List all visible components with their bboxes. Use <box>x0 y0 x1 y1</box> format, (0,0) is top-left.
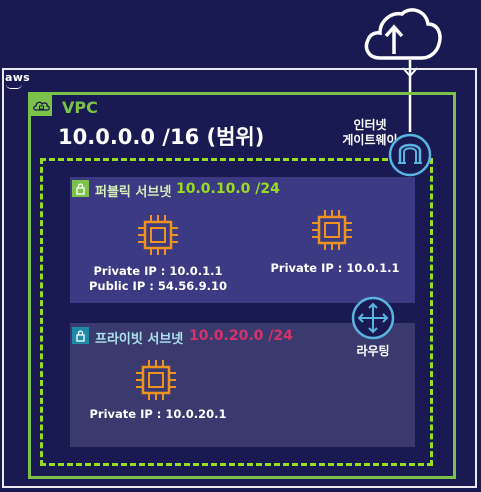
internet-gateway-icon <box>388 133 432 177</box>
public-subnet-label: 퍼블릭 서브넷 <box>95 185 172 200</box>
ec2-instance-icon <box>136 360 176 400</box>
router-label: 라우팅 <box>356 344 390 358</box>
private-ec2-private-ip: Private IP : 10.0.20.1 <box>89 407 227 421</box>
ec2-instance-icon <box>138 215 178 255</box>
internet-gateway-label-line1: 인터넷 <box>353 118 387 132</box>
public-subnet-box <box>70 177 415 303</box>
ec2-instance-icon <box>312 210 352 250</box>
router-icon <box>351 296 395 340</box>
public-ec2-1-public-ip: Public IP : 54.56.9.10 <box>89 279 227 293</box>
internet-gateway-label-line2: 게이트웨이 <box>342 133 398 147</box>
vpc-label: VPC <box>62 98 98 117</box>
aws-cloud-boundary <box>2 68 477 488</box>
vpc-boundary <box>28 92 456 479</box>
private-subnet-lock-icon <box>72 327 89 344</box>
internet-cloud-icon <box>364 8 442 60</box>
private-subnet-label: 프라이빗 서브넷 <box>95 332 184 347</box>
private-subnet-box <box>70 323 415 447</box>
internet-gateway-label: 인터넷 게이트웨이 <box>322 118 418 148</box>
public-ec2-1-private-ip: Private IP : 10.0.1.1 <box>93 264 223 278</box>
public-subnet-cidr: 10.0.10.0 /24 <box>176 181 280 197</box>
vpc-cloud-lock-icon <box>31 95 52 116</box>
private-subnet-cidr: 10.0.20.0 /24 <box>189 328 293 344</box>
aws-logo: aws <box>5 71 31 84</box>
public-ec2-2-private-ip: Private IP : 10.0.1.1 <box>270 261 400 275</box>
availability-zone-boundary <box>40 158 433 466</box>
public-subnet-lock-icon <box>72 180 89 197</box>
aws-logo-smile <box>6 84 22 89</box>
vpc-cidr: 10.0.0.0 /16 (범위) <box>58 125 265 149</box>
